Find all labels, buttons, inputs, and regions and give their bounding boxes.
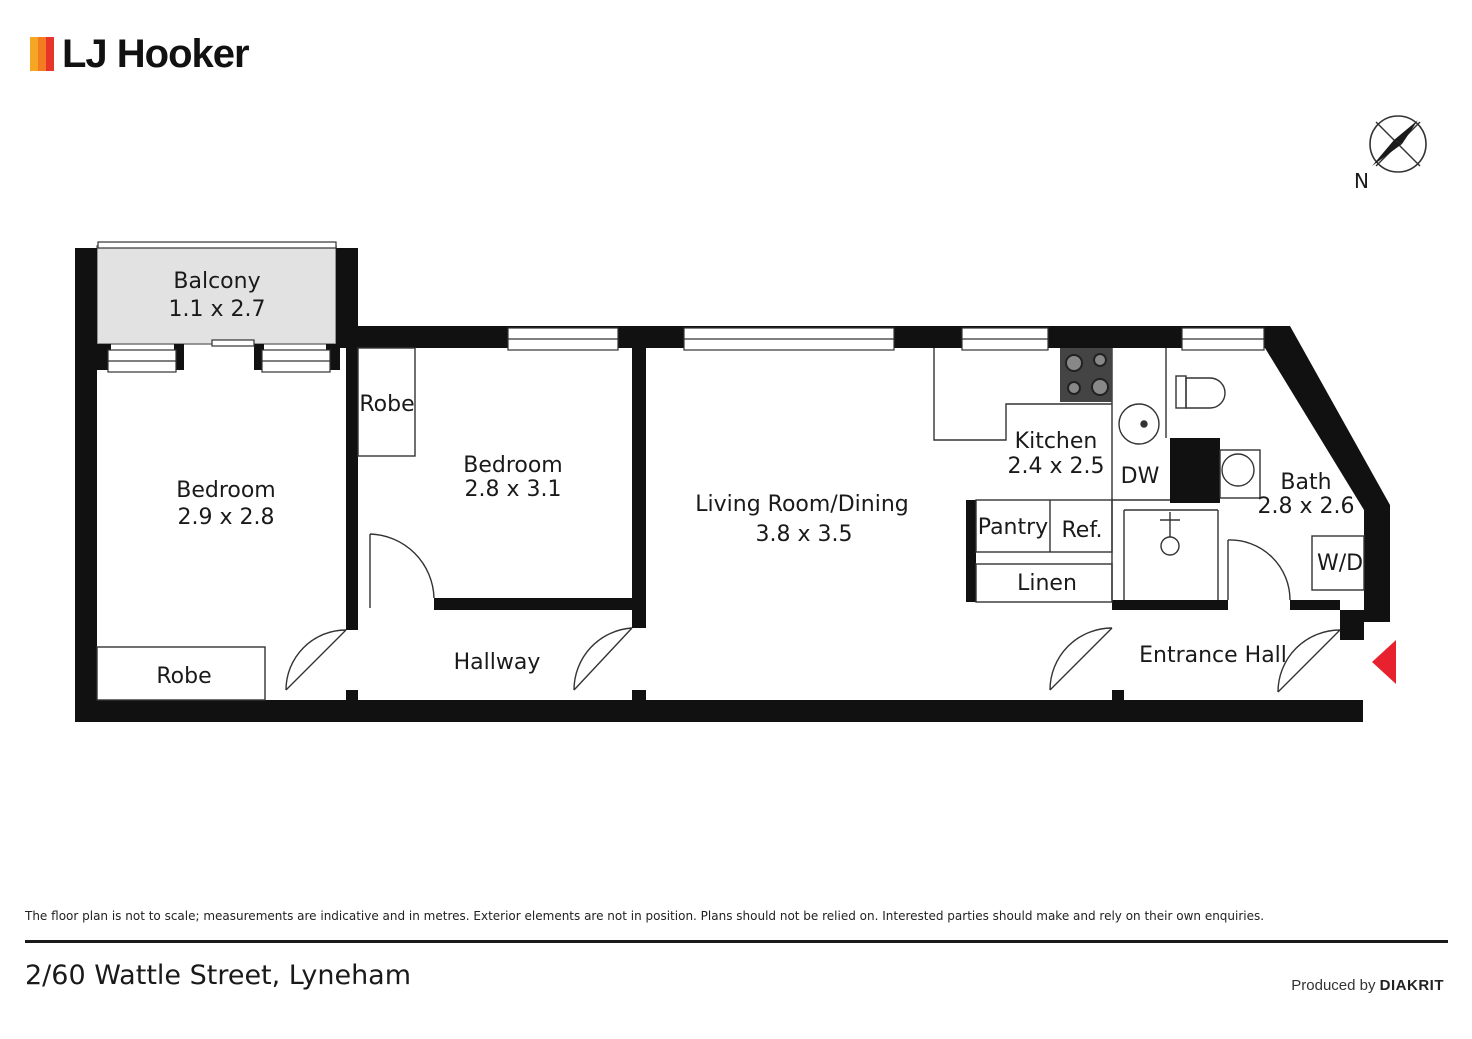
brand-name: LJ Hooker — [62, 32, 250, 76]
balcony-label: Balcony — [173, 269, 260, 294]
bath-size: 2.8 x 2.6 — [1258, 494, 1355, 519]
living-label: Living Room/Dining — [695, 492, 908, 517]
disclaimer: The floor plan is not to scale; measurem… — [25, 909, 1265, 923]
washer-dryer-label: W/D — [1317, 551, 1363, 576]
dishwasher-label: DW — [1121, 464, 1160, 489]
brand-logo: LJ Hooker — [30, 30, 250, 78]
kitchen-label: Kitchen — [1015, 429, 1098, 454]
windows — [97, 241, 1265, 373]
produced-by: Produced by DIAKRIT — [1291, 977, 1444, 994]
compass-icon: N — [1354, 115, 1427, 193]
bedroom2-label: Bedroom — [463, 453, 563, 478]
hallway-label: Hallway — [454, 650, 541, 675]
shower-icon — [1160, 512, 1180, 556]
living-size: 3.8 x 3.5 — [756, 522, 853, 547]
property-address: 2/60 Wattle Street, Lyneham — [25, 960, 412, 991]
bedroom2-size: 2.8 x 3.1 — [465, 477, 562, 502]
entrance-hall-label: Entrance Hall — [1139, 643, 1287, 668]
robe1-label: Robe — [156, 664, 211, 689]
fixtures — [96, 347, 1365, 701]
balcony-size: 1.1 x 2.7 — [169, 297, 266, 322]
pantry-label: Pantry — [978, 515, 1048, 540]
sink-drain-icon — [1140, 420, 1148, 428]
bath-sink-icon — [1221, 453, 1255, 487]
compass-north-label: N — [1354, 169, 1369, 193]
fridge-label: Ref. — [1062, 518, 1103, 543]
interior-walls — [346, 348, 1340, 704]
linen-label: Linen — [1017, 571, 1077, 596]
kitchen-size: 2.4 x 2.5 — [1008, 454, 1105, 479]
footer-divider — [25, 940, 1448, 943]
robe2-label: Robe — [359, 392, 414, 417]
kitchen-sink-icon — [1118, 403, 1160, 445]
bath-label: Bath — [1280, 470, 1331, 495]
bedroom1-label: Bedroom — [176, 478, 276, 503]
balcony-area — [96, 245, 337, 345]
doors — [285, 533, 1341, 693]
logo-mark-icon — [30, 37, 54, 71]
produced-by-prefix: Produced by — [1291, 977, 1376, 994]
entry-arrow-icon — [1372, 640, 1396, 684]
cooktop-icon — [1060, 348, 1112, 402]
toilet-icon — [1175, 375, 1226, 409]
produced-by-brand: DIAKRIT — [1379, 977, 1444, 994]
bedroom1-size: 2.9 x 2.8 — [178, 505, 275, 530]
